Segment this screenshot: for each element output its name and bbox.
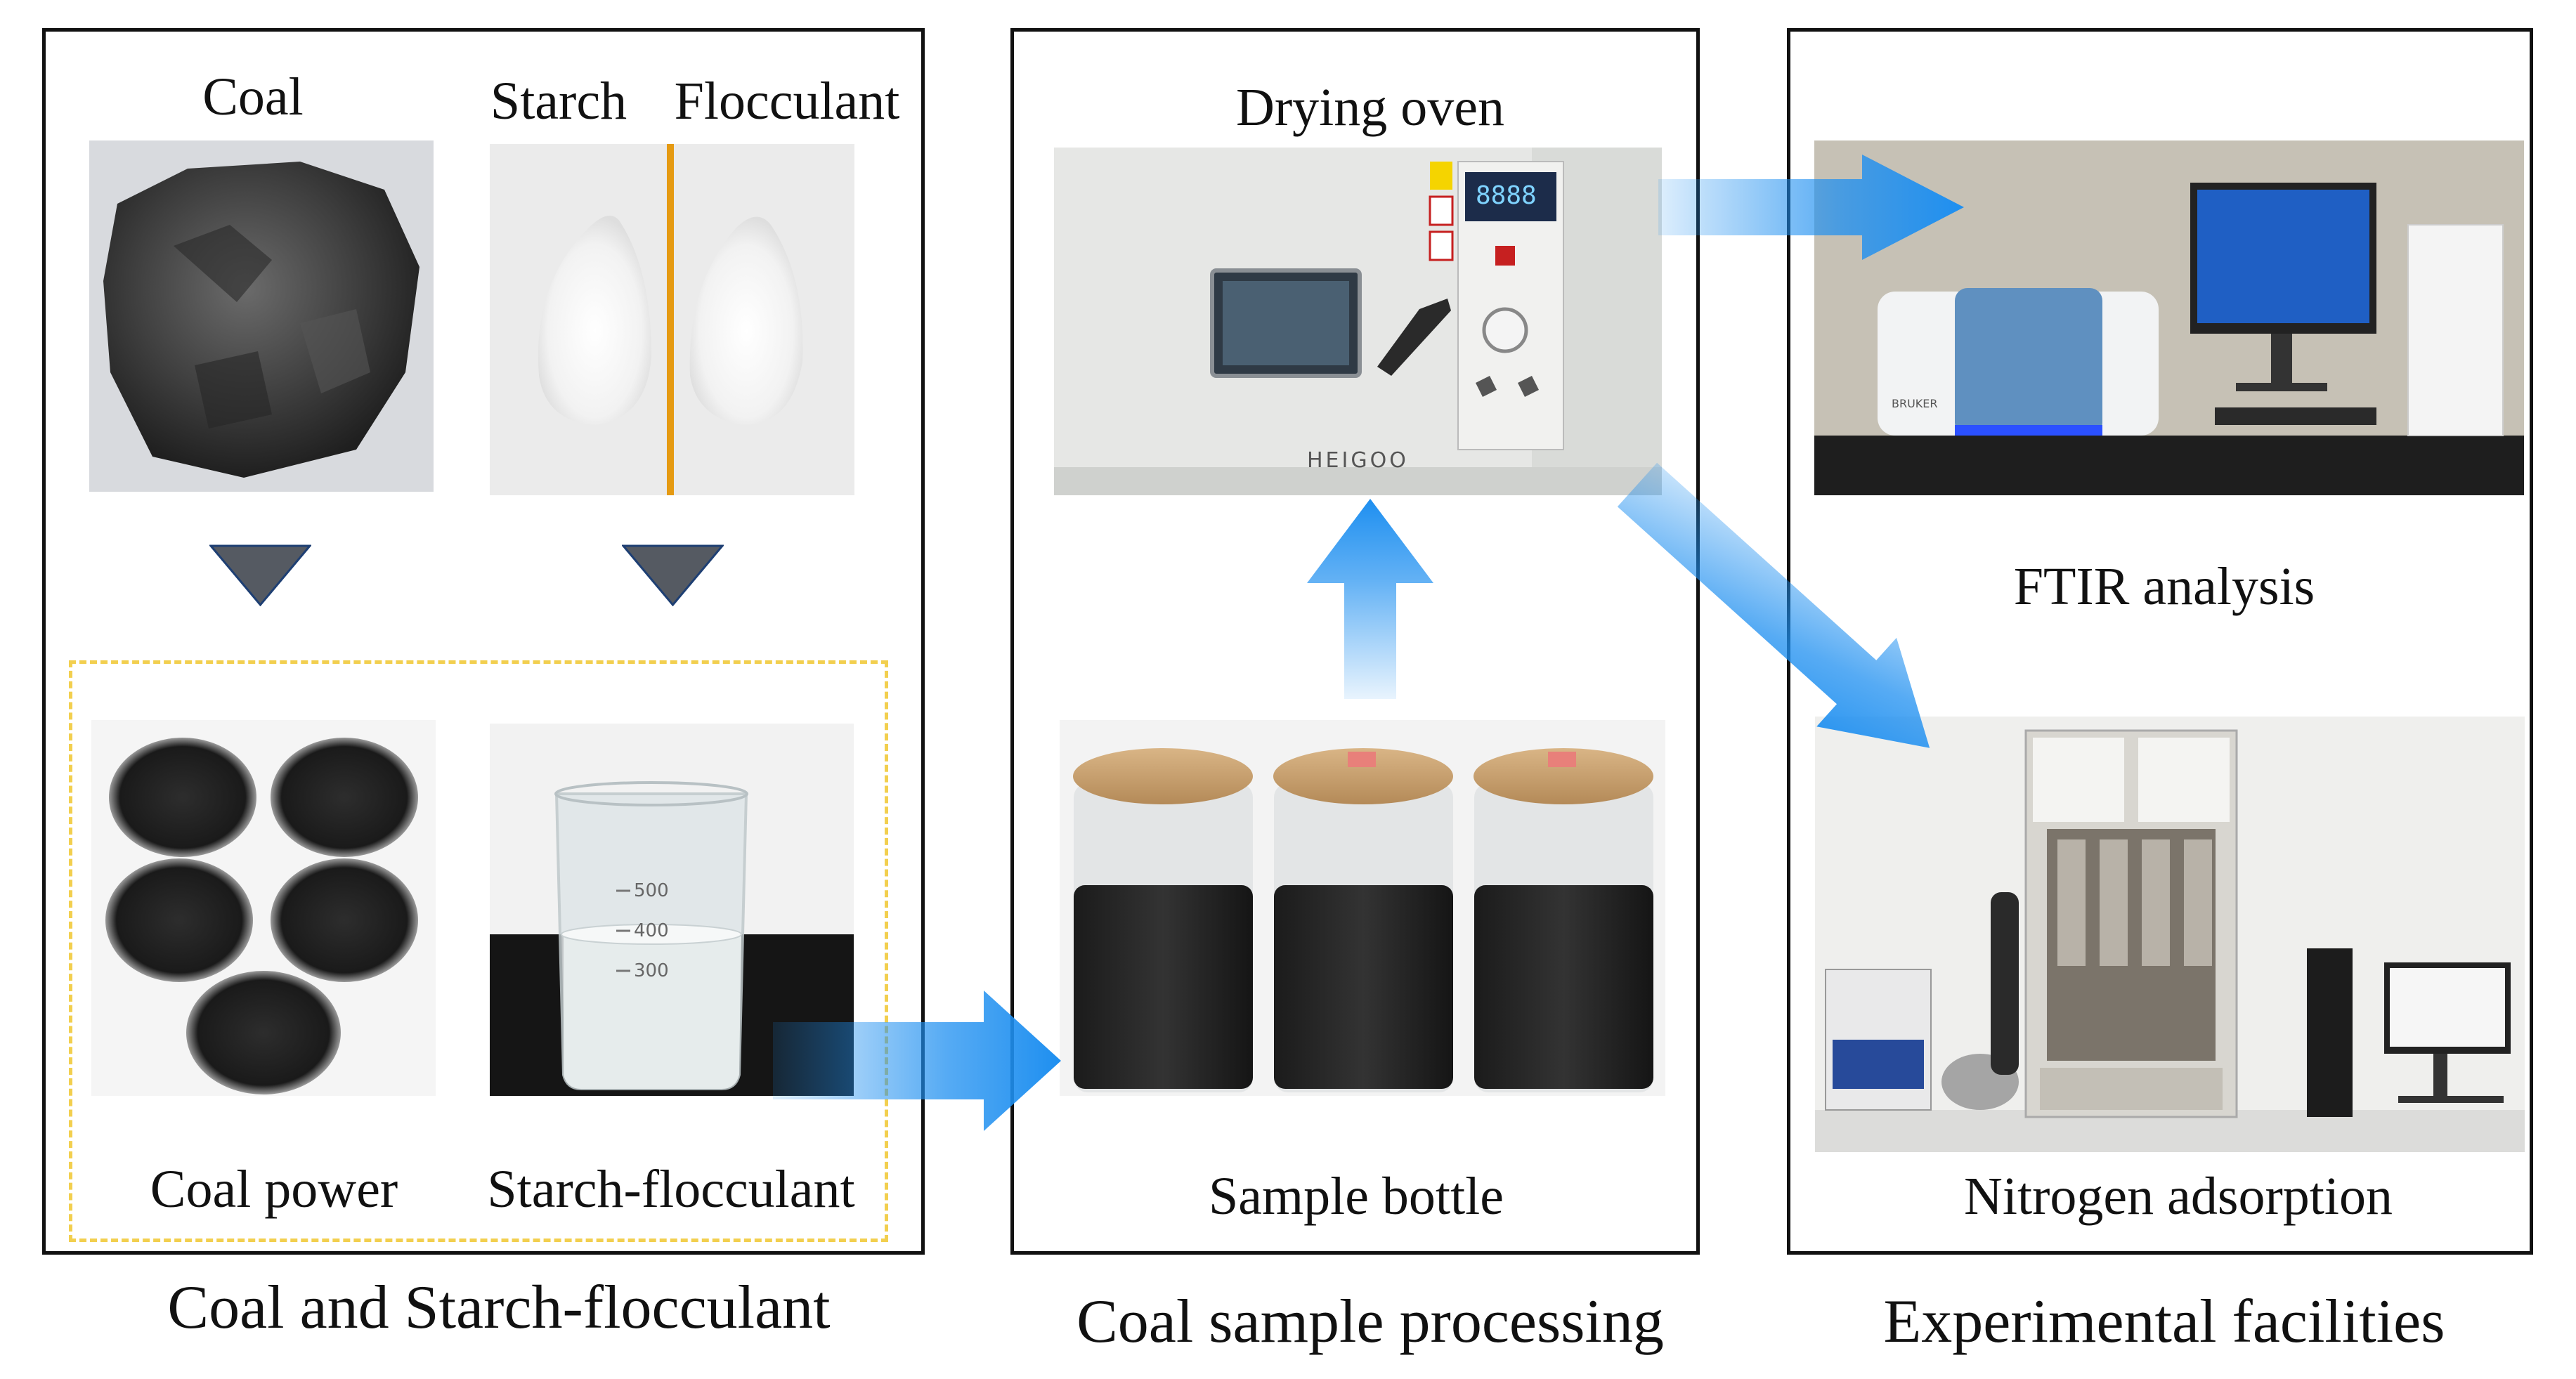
coal-powder-dishes-photo <box>91 720 436 1096</box>
label-sample-bottle: Sample bottle <box>1208 1167 1504 1226</box>
down-arrow-coal-icon <box>209 544 311 606</box>
label-starch-flocculant: Starch-flocculant <box>487 1160 855 1219</box>
beaker-photo: 500 400 300 <box>490 724 854 1096</box>
label-drying-oven: Drying oven <box>1235 78 1505 137</box>
beaker-mark-400: 400 <box>634 920 669 941</box>
beaker-mark-500: 500 <box>634 880 669 901</box>
oven-brand: HEIGOO <box>1307 448 1409 473</box>
nitrogen-adsorption-photo <box>1815 717 2525 1152</box>
sample-bottles-photo <box>1060 720 1665 1096</box>
ftir-brand: BRUKER <box>1892 397 1938 410</box>
arrow-oven-to-nitrogen <box>1617 462 1930 748</box>
oven-display: 8888 <box>1476 181 1537 210</box>
drying-oven-photo: 8888 HEIGOO <box>1054 148 1662 495</box>
arrow-bottles-to-oven <box>1307 499 1433 699</box>
arrow-oven-to-ftir <box>1658 155 1964 260</box>
caption-sample-processing: Coal sample processing <box>1076 1288 1664 1356</box>
label-ftir-analysis: FTIR analysis <box>2013 557 2315 616</box>
label-starch: Starch <box>490 72 627 131</box>
divider-line <box>667 144 674 495</box>
label-coal-power: Coal power <box>150 1160 398 1219</box>
starch-flocculant-powder-photo <box>490 144 854 495</box>
coal-lump-photo <box>89 140 434 492</box>
label-coal: Coal <box>202 67 304 126</box>
label-nitrogen-adsorption: Nitrogen adsorption <box>1963 1167 2393 1226</box>
arrow-beaker-to-bottles <box>773 991 1061 1131</box>
down-arrow-starch-icon <box>622 544 724 606</box>
beaker-mark-300: 300 <box>634 960 669 981</box>
dashed-group-box <box>69 660 888 1242</box>
label-flocculant: Flocculant <box>674 72 900 131</box>
caption-coal-starch: Coal and Starch-flocculant <box>167 1274 831 1342</box>
caption-experimental-facilities: Experimental facilities <box>1883 1288 2445 1356</box>
